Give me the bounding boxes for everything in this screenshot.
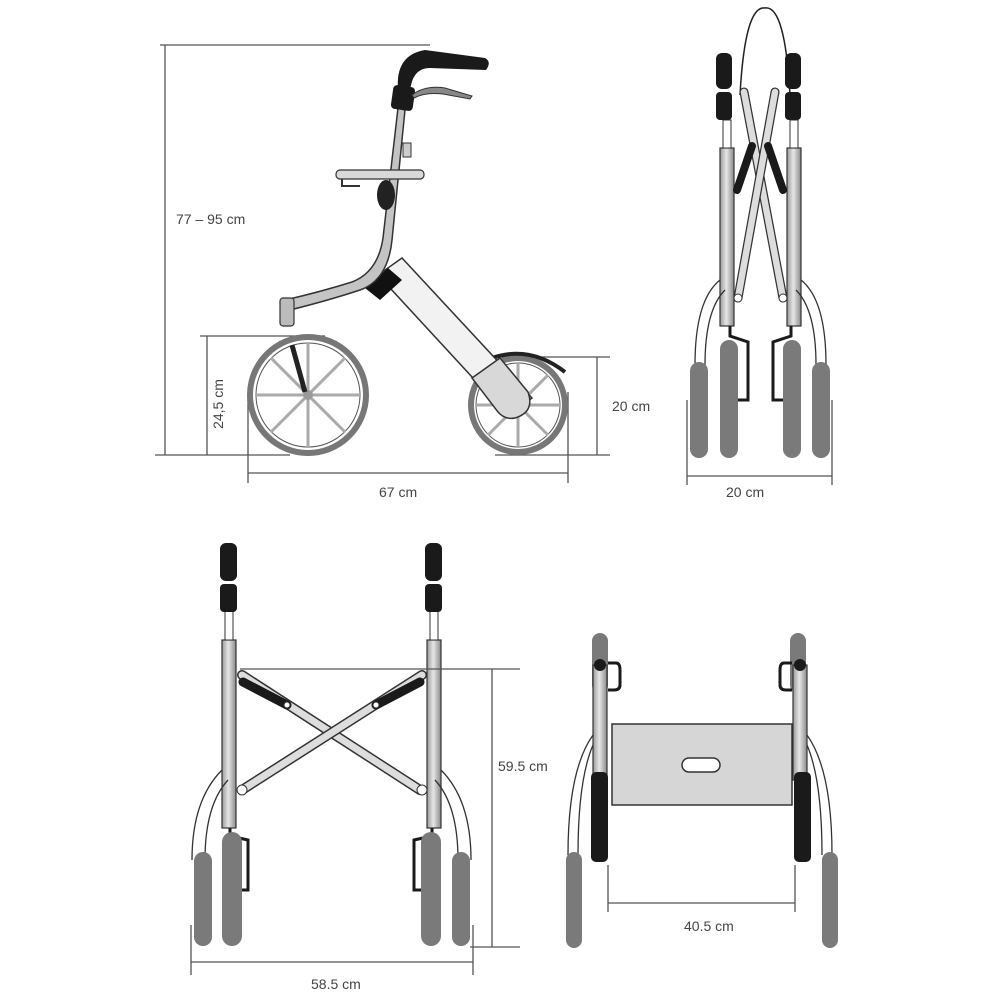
top-seat-width-label: 40.5 cm <box>684 918 734 934</box>
top-dimension-lines <box>607 865 796 912</box>
side-seat-bracket <box>335 142 425 210</box>
front-dimension-lines <box>190 668 520 975</box>
side-handle <box>390 50 489 111</box>
folded-brake-cable <box>739 7 791 96</box>
side-rear-leg <box>365 257 534 420</box>
folded-width-label: 20 cm <box>726 484 765 500</box>
side-view <box>155 44 610 483</box>
top-view <box>566 633 838 948</box>
side-seat-height-label: 24,5 cm <box>209 379 226 429</box>
front-frame-height-label: 59.5 cm <box>498 758 548 774</box>
side-folded-depth-label: 20 cm <box>612 398 651 414</box>
side-caster-mount <box>279 297 295 327</box>
side-main-frame <box>284 107 406 323</box>
seat-handle-slot <box>681 757 721 773</box>
folded-dimension-lines <box>686 400 833 485</box>
side-front-wheel <box>247 334 369 456</box>
side-length-label: 67 cm <box>379 484 418 500</box>
side-height-label: 77 – 95 cm <box>176 211 246 227</box>
front-view <box>190 543 520 975</box>
front-width-label: 58.5 cm <box>311 976 361 992</box>
folded-view <box>686 7 833 485</box>
